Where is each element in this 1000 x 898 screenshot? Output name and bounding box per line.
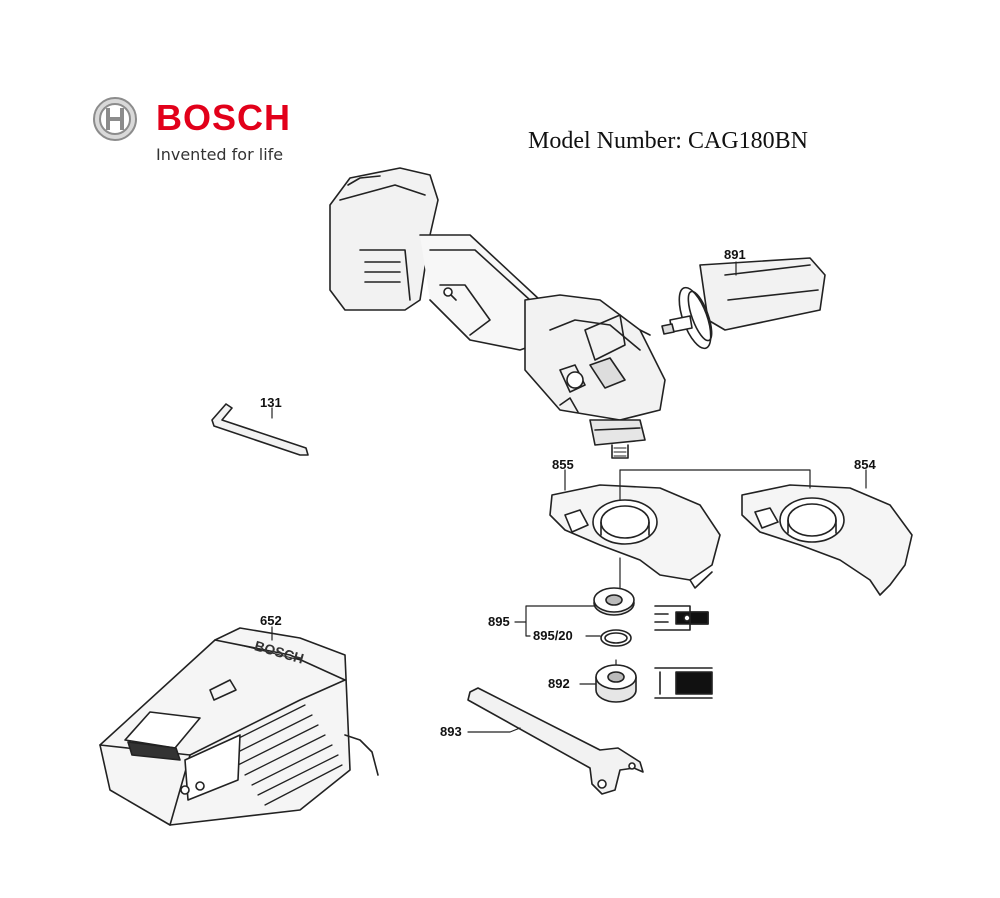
side-handle-illustration: [661, 257, 826, 350]
flange-section-detail: [654, 605, 709, 631]
battery-charger-illustration: BOSCH: [99, 627, 379, 826]
spanner-wrench-illustration: [467, 687, 644, 795]
guard-855-illustration: [549, 484, 721, 589]
callout-891: 891: [724, 247, 746, 262]
brand-logo: BOSCH Invented for life: [92, 96, 322, 166]
clamping-nut-illustration: [595, 659, 637, 703]
brand-tagline: Invented for life: [156, 145, 284, 164]
callout-895: 895: [488, 614, 510, 629]
callout-652: 652: [260, 613, 282, 628]
bosch-armature-icon: [93, 97, 137, 141]
callout-131: 131: [260, 395, 282, 410]
guard-854-illustration: [741, 484, 913, 596]
callout-895-20: 895/20: [533, 628, 573, 643]
angle-grinder-illustration: [329, 167, 666, 459]
brand-name: BOSCH: [156, 97, 292, 138]
model-number: Model Number: CAG180BN: [528, 128, 808, 154]
callout-855: 855: [552, 457, 574, 472]
callout-893: 893: [440, 724, 462, 739]
callout-854: 854: [854, 457, 876, 472]
callout-892: 892: [548, 676, 570, 691]
flange-illustration: [593, 587, 635, 616]
o-ring-illustration: [600, 629, 632, 647]
hex-key-illustration: [211, 403, 309, 456]
nut-section-detail: [654, 667, 713, 699]
